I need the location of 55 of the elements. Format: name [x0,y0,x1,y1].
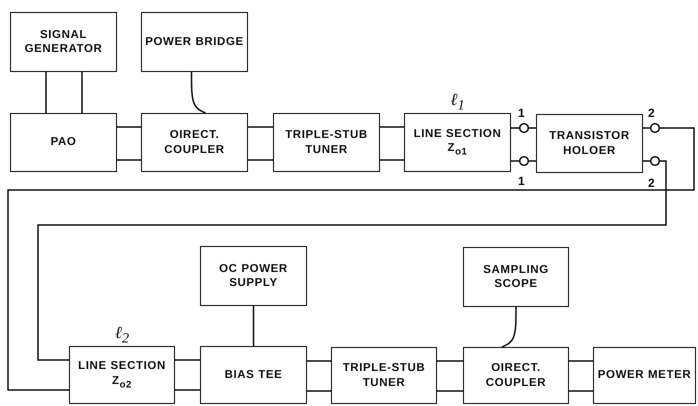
block-label: SAMPLING SCOPE [482,262,550,292]
wire [502,307,517,348]
block-box [463,247,569,307]
port-number: 2 [648,106,655,120]
block-label: OIRECT. COUPLER [484,361,548,390]
wire [117,126,141,128]
block-box [331,347,437,404]
wire [307,390,331,392]
wire [248,159,273,161]
wire [380,126,404,128]
connector-line [511,122,536,134]
block-box [200,246,307,306]
wire [437,360,463,362]
wire [248,126,273,128]
block-box [463,347,569,404]
block-label: LINE SECTION Z$_{o1}$ [412,126,502,158]
block-box [273,113,380,172]
block-box [593,347,696,404]
wire [45,72,47,113]
wire [380,159,404,161]
wire [175,389,200,391]
wire [190,72,206,114]
connector-line [511,156,536,166]
block-box [536,114,643,173]
block-label: OIRECT. COUPLER [163,128,226,157]
block-box [141,113,248,172]
wire [569,390,593,392]
block-box [10,12,117,72]
block-label: POWER METER [596,368,692,383]
block-label: TRIPLE-STUB TUNER [284,128,369,157]
port-number: 1 [518,106,525,120]
port-number: 1 [518,174,525,188]
wire [437,390,463,392]
wire [252,306,254,346]
port-number: 2 [648,176,655,190]
block-label: TRIPLE-STUB TUNER [342,361,426,390]
block-label: POWER BRIDGE [144,34,245,50]
wire [569,360,593,362]
wire [307,360,331,362]
block-box [200,346,307,404]
block-label: OC POWER SUPPLY [218,262,289,290]
length-label: ℓ$_{1}$ [450,90,465,114]
length-label: ℓ$_{2}$ [114,323,130,348]
wire [81,72,83,113]
block-box [141,12,248,72]
connector-line [7,122,695,391]
block-label: TRANSISTOR HOLOER [548,129,631,158]
wire [117,159,141,161]
block-box [10,113,117,172]
wire [175,359,200,361]
block-label: PAO [50,135,78,150]
block-label: BIAS TEE [224,368,284,382]
block-label: SIGNAL GENERATOR [24,28,104,56]
block-label: LINE SECTION Z$_{o2}$ [77,359,167,391]
connector-line [37,156,667,361]
